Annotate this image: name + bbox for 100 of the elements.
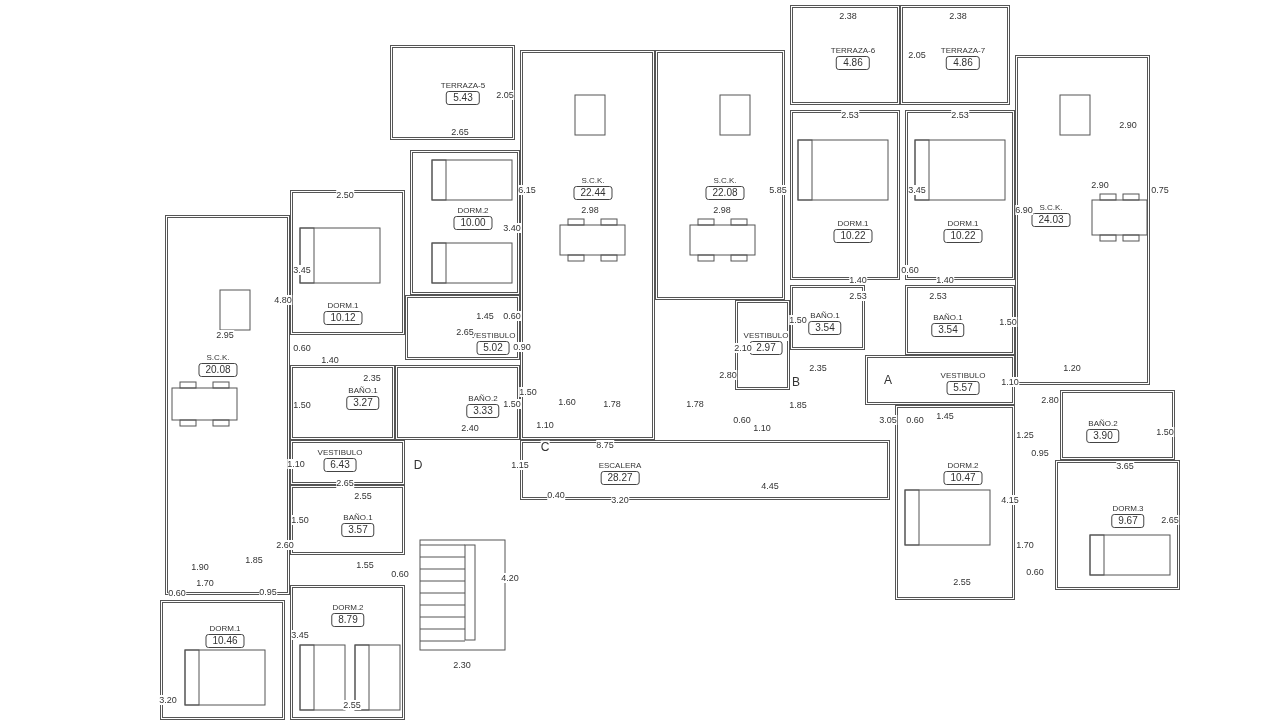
room-area: 8.79 (331, 613, 365, 627)
room-area: 3.57 (341, 523, 375, 537)
dimension-label: 2.53 (841, 110, 859, 120)
room-name: VESTIBULO (317, 448, 363, 458)
room-name: BAÑO.1 (810, 311, 840, 321)
room-outline (410, 150, 520, 295)
dimension-label: 1.50 (293, 400, 311, 410)
dimension-label: 0.60 (168, 588, 186, 598)
room-name: BAÑO.1 (343, 513, 373, 523)
dimension-label: 0.95 (259, 587, 277, 597)
room-name: VESTIBULO (743, 331, 789, 341)
room-name: BAÑO.1 (348, 386, 378, 396)
room-area: 20.08 (198, 363, 238, 377)
dimension-label: 2.40 (461, 423, 479, 433)
dimension-label: 5.85 (769, 185, 787, 195)
door-letter: A (884, 373, 892, 387)
dimension-label: 2.05 (496, 90, 514, 100)
door-letter: C (540, 440, 550, 454)
dimension-label: 0.40 (547, 490, 565, 500)
dimension-label: 0.95 (1031, 448, 1049, 458)
dimension-label: 1.10 (1001, 377, 1019, 387)
dimension-label: 1.50 (291, 515, 309, 525)
dimension-label: 2.60 (276, 540, 294, 550)
room-area: 5.57 (946, 381, 980, 395)
dimension-label: 3.20 (611, 495, 629, 505)
dimension-label: 1.40 (849, 275, 867, 285)
door-letter: D (413, 458, 423, 472)
room-area: 10.22 (943, 229, 983, 243)
dimension-label: 0.60 (733, 415, 751, 425)
room-name: DORM.1 (209, 624, 241, 634)
room-area: 22.44 (573, 186, 613, 200)
room-area: 3.33 (466, 404, 500, 418)
room-name: DORM.1 (947, 219, 979, 229)
room-area: 10.00 (453, 216, 493, 230)
dimension-label: 1.20 (1063, 363, 1081, 373)
room-area: 4.86 (836, 56, 870, 70)
dimension-label: 0.60 (503, 311, 521, 321)
dimension-label: 1.50 (1156, 427, 1174, 437)
room-name: BAÑO.2 (468, 394, 498, 404)
dimension-label: 0.60 (906, 415, 924, 425)
dimension-label: 2.10 (734, 343, 752, 353)
room-area: 28.27 (600, 471, 640, 485)
dimension-label: 1.90 (191, 562, 209, 572)
dimension-label: 0.60 (1026, 567, 1044, 577)
dimension-label: 3.40 (503, 223, 521, 233)
dimension-label: 2.65 (1161, 515, 1179, 525)
dimension-label: 1.50 (789, 315, 807, 325)
room-outline (655, 50, 785, 300)
room-area: 10.12 (323, 311, 363, 325)
dimension-label: 8.75 (596, 440, 614, 450)
room-name: BAÑO.1 (933, 313, 963, 323)
room-name: BAÑO.2 (1088, 419, 1118, 429)
room-area: 3.27 (346, 396, 380, 410)
dimension-label: 2.90 (1119, 120, 1137, 130)
dimension-label: 1.40 (936, 275, 954, 285)
room-name: DORM.3 (1112, 504, 1144, 514)
room-area: 22.08 (705, 186, 745, 200)
room-name: TERRAZA-7 (940, 46, 986, 56)
dimension-label: 2.38 (949, 11, 967, 21)
dimension-label: 4.80 (274, 295, 292, 305)
dimension-label: 4.15 (1001, 495, 1019, 505)
dimension-label: 2.55 (343, 700, 361, 710)
dimension-label: 2.35 (363, 373, 381, 383)
dimension-label: 0.60 (391, 569, 409, 579)
dimension-label: 1.45 (476, 311, 494, 321)
room-area: 3.54 (931, 323, 965, 337)
room-area: 3.54 (808, 321, 842, 335)
dimension-label: 4.20 (501, 573, 519, 583)
room-area: 5.02 (476, 341, 510, 355)
dimension-label: 2.80 (1041, 395, 1059, 405)
room-area: 4.86 (946, 56, 980, 70)
dimension-label: 2.65 (336, 478, 354, 488)
room-name: S.C.K. (581, 176, 605, 186)
room-area: 24.03 (1031, 213, 1071, 227)
dimension-label: 1.55 (356, 560, 374, 570)
dimension-label: 1.85 (245, 555, 263, 565)
dimension-label: 1.40 (321, 355, 339, 365)
room-area: 10.47 (943, 471, 983, 485)
dimension-label: 2.55 (953, 577, 971, 587)
dimension-label: 2.65 (451, 127, 469, 137)
dimension-label: 2.95 (216, 330, 234, 340)
dimension-label: 1.70 (196, 578, 214, 588)
room-name: DORM.2 (332, 603, 364, 613)
room-outline (160, 600, 285, 720)
dimension-label: 2.98 (581, 205, 599, 215)
dimension-label: 2.38 (839, 11, 857, 21)
dimension-label: 0.60 (901, 265, 919, 275)
dimension-label: 2.98 (713, 205, 731, 215)
dimension-label: 6.90 (1015, 205, 1033, 215)
dimension-label: 3.45 (291, 630, 309, 640)
dimension-label: 1.25 (1016, 430, 1034, 440)
room-name: DORM.1 (837, 219, 869, 229)
room-area: 9.67 (1111, 514, 1145, 528)
room-name: TERRAZA-6 (830, 46, 876, 56)
dimension-label: 0.60 (293, 343, 311, 353)
dimension-label: 2.53 (849, 291, 867, 301)
dimension-label: 1.10 (753, 423, 771, 433)
room-name: ESCALERA (598, 461, 642, 471)
dimension-label: 2.30 (453, 660, 471, 670)
dimension-label: 3.45 (293, 265, 311, 275)
